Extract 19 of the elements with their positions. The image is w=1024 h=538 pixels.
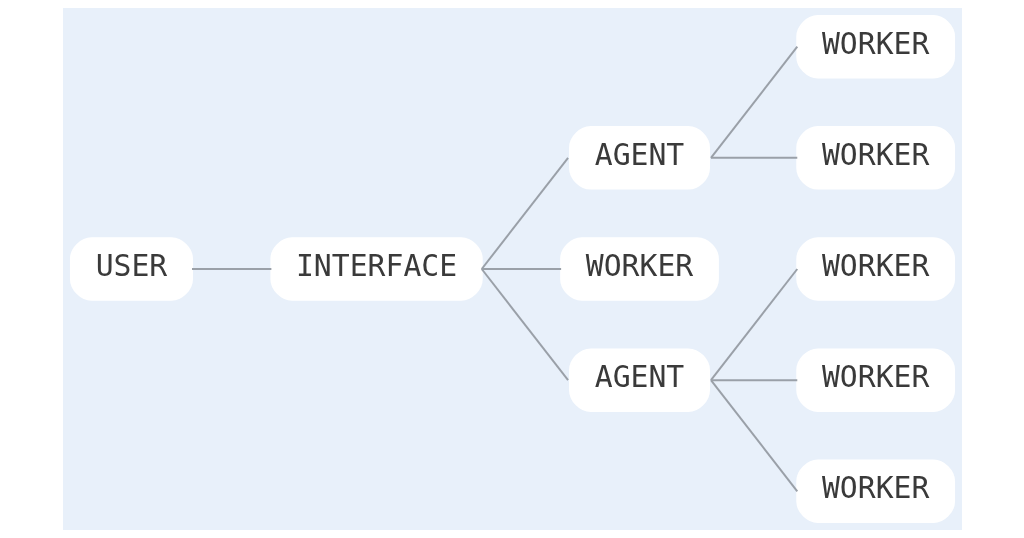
node-box: AGENT — [568, 348, 710, 412]
node-box: WORKER — [795, 126, 955, 190]
connector — [709, 45, 798, 159]
connector — [190, 268, 272, 270]
node-box: WORKER — [795, 237, 955, 301]
node-box: WORKER — [795, 15, 955, 79]
connector — [709, 379, 798, 382]
node-box: WORKER — [559, 237, 719, 301]
node-box: USER — [69, 237, 193, 301]
connector — [480, 156, 569, 270]
connector — [480, 268, 562, 270]
connector — [480, 268, 569, 382]
connector — [709, 379, 798, 493]
node-box: AGENT — [568, 126, 710, 190]
node-box: INTERFACE — [269, 237, 483, 301]
node-box: WORKER — [795, 459, 955, 523]
node-box: WORKER — [795, 348, 955, 412]
connector — [709, 268, 798, 382]
connector — [709, 156, 798, 159]
